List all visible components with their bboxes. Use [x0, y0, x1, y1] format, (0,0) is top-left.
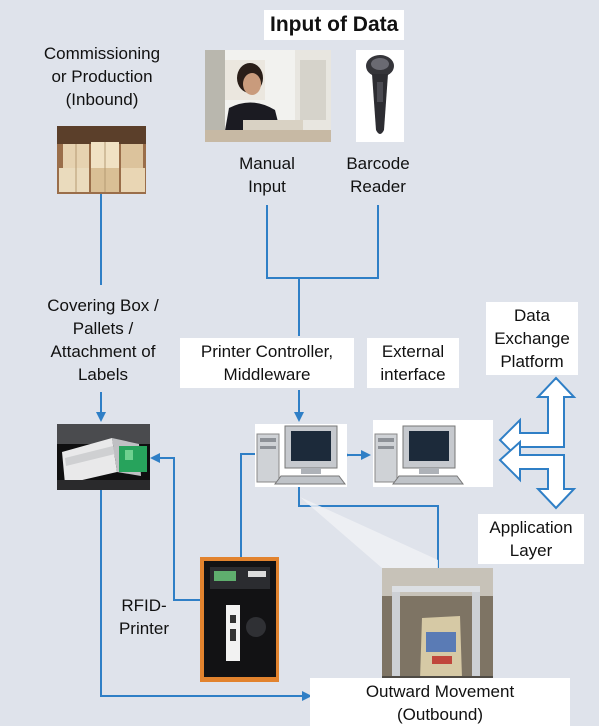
application-layer-line-2: Layer — [509, 541, 553, 560]
printer-computer-connector — [240, 453, 255, 560]
controller-computer-photo — [255, 424, 347, 487]
inbound-boxes-photo — [57, 126, 146, 194]
computer-warehouse-connector — [298, 487, 439, 568]
link-beam — [300, 497, 438, 568]
covering-line-4: Labels — [77, 365, 129, 384]
rfid-printer-photo — [200, 557, 279, 682]
covering-line-3: Attachment of — [50, 342, 156, 361]
manual-input-photo — [205, 50, 331, 142]
manual-input-label: Manual Input — [222, 152, 312, 198]
printer-controller-line-1: Printer Controller, — [200, 342, 334, 361]
outbound-label: Outward Movement (Outbound) — [310, 678, 570, 728]
manual-input-line-2: Input — [248, 177, 286, 196]
printer-controller-label: Printer Controller, Middleware — [180, 338, 354, 388]
printer-pallet-connector — [150, 453, 200, 601]
printer-controller-line-2: Middleware — [223, 365, 311, 384]
outbound-line-1: Outward Movement — [365, 682, 515, 701]
barcode-reader-line-2: Reader — [350, 177, 406, 196]
external-interface-line-2: interface — [380, 365, 446, 384]
data-exchange-label: Data Exchange Platform — [486, 302, 578, 375]
diagram-title: Input of Data — [264, 10, 405, 40]
barcode-reader-label: Barcode Reader — [333, 152, 423, 198]
pallets-photo — [57, 424, 150, 490]
external-interface-label: External interface — [367, 338, 459, 388]
covering-line-2: Pallets / — [72, 319, 134, 338]
barcode-reader-line-1: Barcode — [346, 154, 410, 173]
data-exchange-line-1: Data — [514, 306, 550, 325]
inbound-label: Commissioning or Production (Inbound) — [22, 42, 182, 111]
external-interface-line-1: External — [381, 342, 445, 361]
inbound-line-2: or Production — [51, 67, 153, 86]
covering-line-1: Covering Box / — [47, 296, 159, 315]
rfid-printer-line-1: RFID- — [121, 596, 167, 615]
application-layer-label: Application Layer — [478, 514, 584, 564]
data-exchange-line-2: Exchange — [494, 329, 570, 348]
rfid-printer-line-2: Printer — [118, 619, 170, 638]
external-computer-photo — [373, 420, 493, 487]
barcode-reader-photo — [356, 50, 404, 142]
input-merge-connector — [266, 205, 379, 279]
hollow-branch-arrow — [498, 376, 577, 510]
outbound-connector — [100, 490, 312, 701]
rfid-printer-label: RFID- Printer — [108, 594, 180, 640]
covering-label: Covering Box / Pallets / Attachment of L… — [14, 294, 192, 386]
application-layer-line-1: Application — [489, 518, 573, 537]
inbound-line-1: Commissioning — [43, 44, 161, 63]
warehouse-gate-photo — [382, 568, 493, 686]
manual-input-line-1: Manual — [239, 154, 295, 173]
outbound-line-2: (Outbound) — [397, 705, 483, 724]
inbound-line-3: (Inbound) — [65, 90, 139, 109]
data-exchange-line-3: Platform — [500, 352, 564, 371]
